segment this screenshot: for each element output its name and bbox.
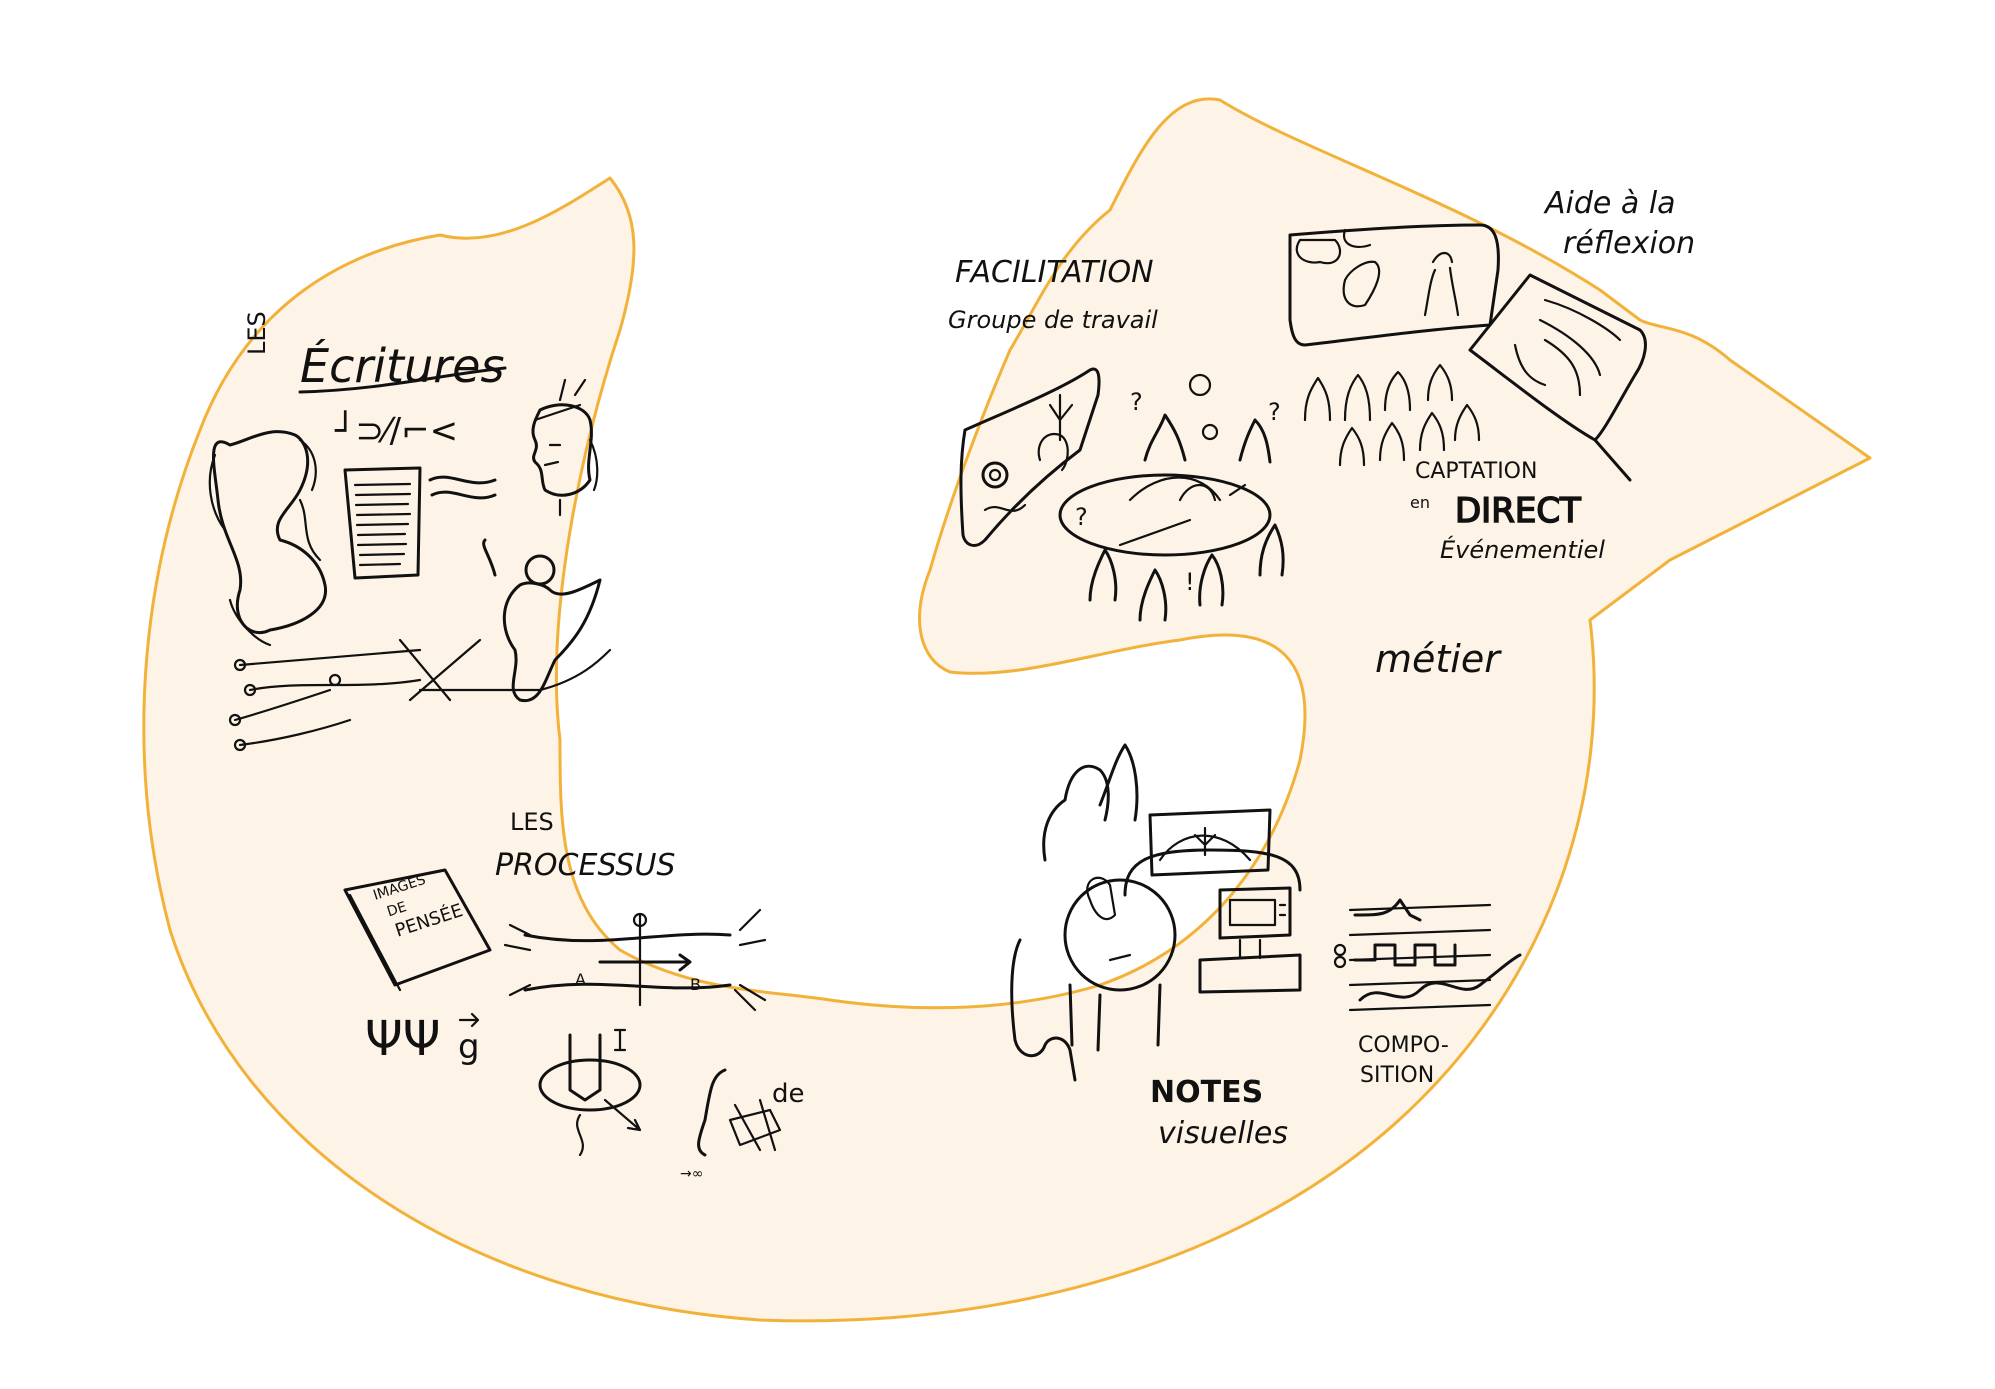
- curved-arrow: [142, 97, 1872, 1323]
- captation-section: CAPTATION en DIRECT Événementiel: [1410, 459, 1605, 564]
- composition-line2: SITION: [1360, 1063, 1434, 1088]
- captation-line2-main: DIRECT: [1455, 491, 1581, 531]
- integral-suffix: de: [772, 1079, 805, 1109]
- captation-line2-prefix: en: [1410, 493, 1430, 512]
- notes-line2: visuelles: [1158, 1116, 1288, 1151]
- vector-g: g: [458, 1027, 480, 1067]
- ecritures-prefix: LES: [243, 311, 271, 355]
- facilitation-section: FACILITATION Groupe de travail ? ? ? !: [948, 255, 1285, 622]
- notes-line1: NOTES: [1150, 1075, 1263, 1110]
- music-staff-icon: [1333, 898, 1522, 1012]
- facilitation-subtitle: Groupe de travail: [948, 306, 1158, 334]
- metier-section: métier: [1375, 637, 1502, 681]
- captation-line3: Événementiel: [1440, 535, 1605, 564]
- rotation-arrow-icon: [538, 1028, 642, 1157]
- svg-text:?: ?: [1130, 388, 1143, 416]
- aide-line2: réflexion: [1563, 226, 1695, 261]
- ecritures-title: Écritures: [300, 339, 504, 393]
- indigenous-portrait-icon: [531, 378, 599, 517]
- facilitation-title: FACILITATION: [955, 255, 1154, 290]
- processus-section: LES PROCESSUS IMAGES DE PENSÉE ΨΨ g A B: [343, 808, 805, 1182]
- flow-diagram-icon: A B: [503, 908, 767, 1012]
- composition-section: COMPO- SITION: [1333, 898, 1522, 1088]
- svg-text:!: !: [1185, 568, 1195, 596]
- ancient-glyphs: ┘⊃⁄/⌐<: [334, 410, 458, 451]
- easel-icon: [1468, 273, 1647, 482]
- point-b-label: B: [690, 975, 701, 994]
- svg-text:?: ?: [1075, 503, 1088, 531]
- processus-title-line1: LES: [510, 808, 554, 836]
- psi-symbols: ΨΨ: [365, 1011, 441, 1067]
- circuit-lines-icon: [228, 638, 612, 752]
- ecritures-section: LES Écritures ┘⊃⁄/⌐<: [208, 311, 612, 752]
- book-title-line2: DE: [385, 899, 409, 920]
- processus-title-line2: PROCESSUS: [495, 848, 675, 883]
- notes-section: NOTES visuelles: [1010, 743, 1302, 1151]
- dancer-icon: [482, 538, 602, 703]
- point-a-label: A: [575, 970, 586, 989]
- desk-monitor-icon: [1010, 743, 1302, 1082]
- ecritures-underline: [298, 366, 507, 394]
- svg-text:?: ?: [1268, 398, 1281, 426]
- arrow-body: [142, 97, 1872, 1323]
- captation-line1: CAPTATION: [1415, 459, 1537, 484]
- meeting-group-icon: ? ? ? !: [1058, 373, 1285, 622]
- aide-line1: Aide à la: [1543, 186, 1676, 221]
- scroll-map-icon: [208, 430, 327, 647]
- wave-lines: [428, 475, 497, 500]
- tablet-drawing-icon: [959, 367, 1101, 547]
- composition-line1: COMPO-: [1358, 1033, 1449, 1058]
- audience-icon: [1303, 363, 1481, 467]
- manuscript-page-icon: [343, 466, 422, 580]
- integral-icon: de →∞: [680, 1068, 805, 1182]
- integral-infinity: →∞: [680, 1166, 703, 1182]
- aide-section: Aide à la réflexion: [1288, 186, 1695, 482]
- vector-arrow: [458, 1012, 480, 1028]
- metier-label: métier: [1375, 637, 1502, 681]
